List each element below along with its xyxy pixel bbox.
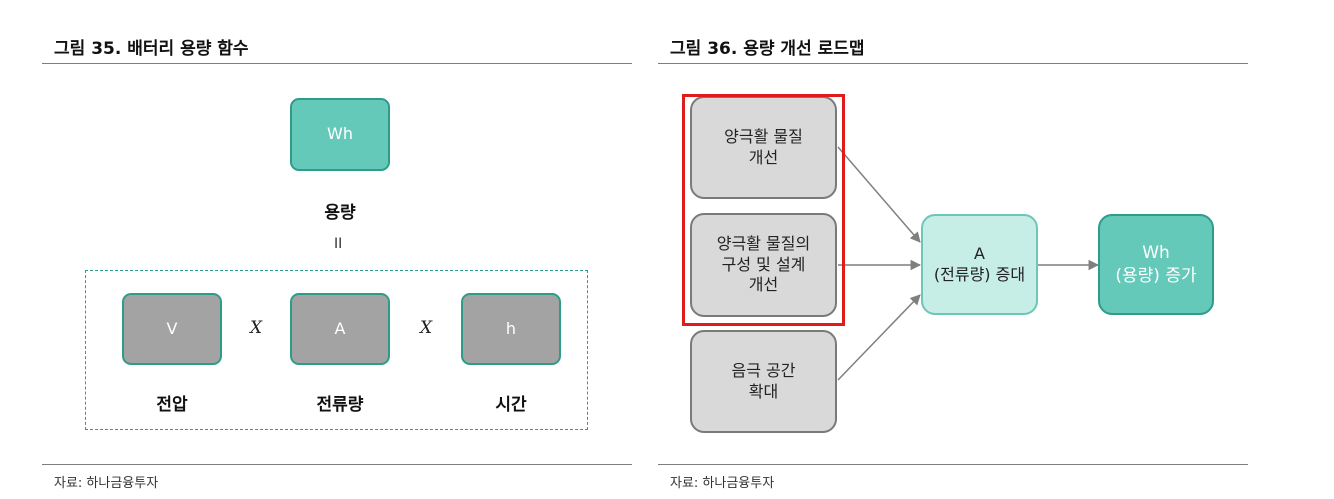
multiply-sign-1: X <box>250 318 263 338</box>
current-increase-box: A (전류량) 증대 <box>921 214 1038 315</box>
cathode-design-text: 양극활 물질의 구성 및 설계 개선 <box>716 233 811 295</box>
cathode-design-box: 양극활 물질의 구성 및 설계 개선 <box>690 213 837 317</box>
anode-space-text: 음극 공간 확대 <box>731 360 796 401</box>
figure-35-source: 자료: 하나금융투자 <box>54 476 159 491</box>
cathode-improvement-text: 양극활 물질 개선 <box>724 126 803 167</box>
voltage-text: V <box>166 318 178 338</box>
multiply-sign-2: X <box>420 318 433 338</box>
figure-35-top-rule <box>42 63 632 64</box>
highlight-red-frame <box>682 94 845 326</box>
arrow-cathode-to-current <box>837 146 921 243</box>
factors-dashed-frame <box>85 270 588 430</box>
voltage-box: V <box>122 293 222 365</box>
cathode-improvement-box: 양극활 물질 개선 <box>690 96 837 199</box>
anode-space-box: 음극 공간 확대 <box>690 330 837 433</box>
figure-36-bottom-rule <box>658 464 1248 465</box>
time-text: h <box>505 318 517 338</box>
current-box: A <box>290 293 390 365</box>
capacity-wh-box: Wh <box>290 98 390 171</box>
figure-36-title: 그림 36. 용량 개선 로드맵 <box>670 39 865 59</box>
capacity-wh-text: Wh <box>327 124 353 144</box>
time-label: 시간 <box>495 395 527 415</box>
capacity-increase-box: Wh (용량) 증가 <box>1098 214 1214 315</box>
capacity-increase-text: Wh (용량) 증가 <box>1115 243 1197 286</box>
figure-35-title: 그림 35. 배터리 용량 함수 <box>54 39 249 59</box>
figure-35-bottom-rule <box>42 464 632 465</box>
figure-36-top-rule <box>658 63 1248 64</box>
current-increase-text: A (전류량) 증대 <box>933 243 1026 284</box>
figure-36-source: 자료: 하나금융투자 <box>670 476 775 491</box>
current-label: 전류량 <box>316 395 364 415</box>
arrow-anode-to-current <box>837 294 921 381</box>
time-box: h <box>461 293 561 365</box>
equals-sign: II <box>334 236 343 252</box>
capacity-label: 용량 <box>324 203 356 223</box>
voltage-label: 전압 <box>156 395 188 415</box>
current-text: A <box>334 318 346 338</box>
